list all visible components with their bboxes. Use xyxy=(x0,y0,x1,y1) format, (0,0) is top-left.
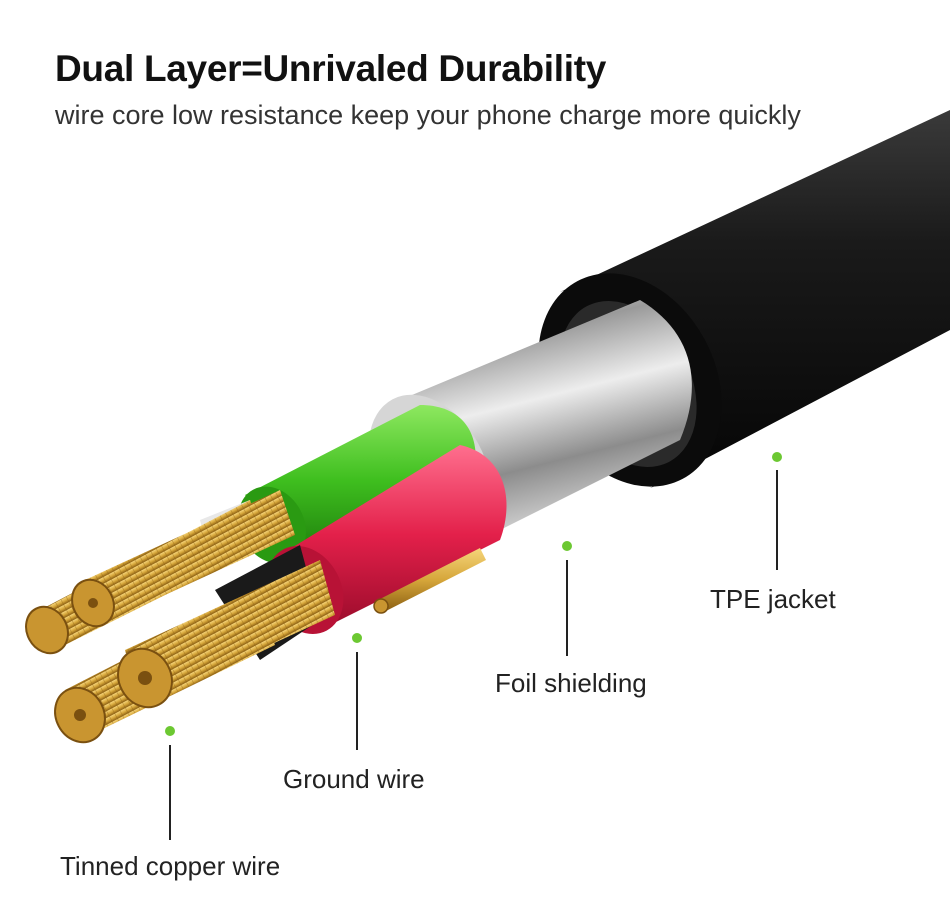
copper-conductor-upper-front xyxy=(71,490,295,628)
ground-wire-strand xyxy=(373,548,486,614)
label-tpe-jacket: TPE jacket xyxy=(710,584,836,614)
callout-foil-shielding xyxy=(562,541,572,656)
page-title: Dual Layer=Unrivaled Durability xyxy=(55,48,607,89)
label-tinned-copper-wire: Tinned copper wire xyxy=(60,851,281,881)
callout-tpe-jacket xyxy=(772,452,782,570)
callout-ground-wire xyxy=(352,633,362,750)
copper-conductor-lower-front xyxy=(117,560,335,709)
page-subtitle: wire core low resistance keep your phone… xyxy=(55,100,801,130)
label-ground-wire: Ground wire xyxy=(283,764,425,794)
label-foil-shielding: Foil shielding xyxy=(495,668,647,698)
callout-tinned-copper-wire xyxy=(165,726,175,840)
